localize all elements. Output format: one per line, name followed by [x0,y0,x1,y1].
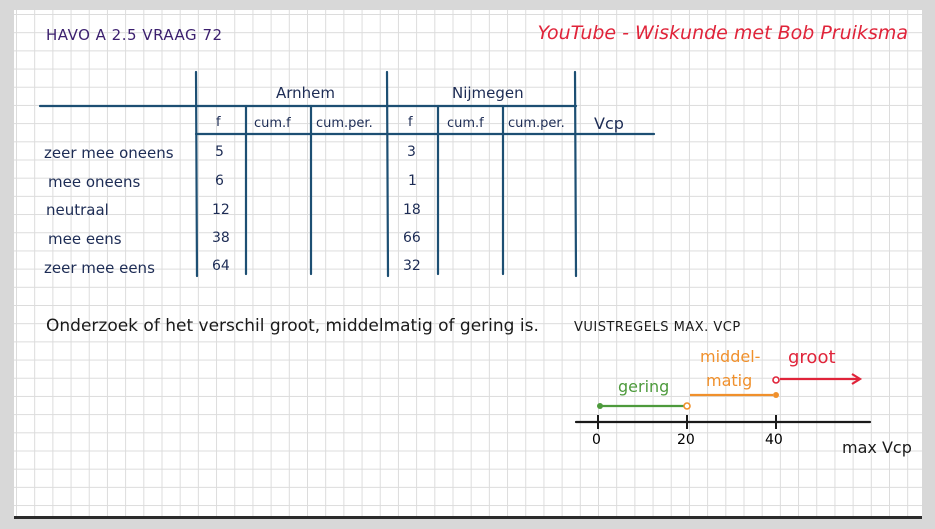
arnhem-f-value: 6 [215,173,224,189]
arnhem-f-value: 5 [215,144,224,160]
label-middelmatig-2: matig [706,371,753,390]
nijmegen-f-value: 3 [407,144,416,160]
label-middelmatig-1: middel- [700,347,761,366]
group-header-nijmegen: Nijmegen [452,84,524,102]
tick-label-0: 0 [592,432,601,448]
label-groot: groot [788,347,836,368]
nijmegen-f-value: 32 [403,258,421,274]
row-label: mee eens [48,230,122,248]
label-gering: gering [618,377,670,396]
axis-label-max-vcp: max Vcp [842,438,912,457]
nijmegen-f-value: 1 [408,173,417,189]
col-header-arnhem-f: f [216,115,221,130]
col-header-arnhem-cumf: cum.f [254,116,291,131]
rules-title: VUISTREGELS MAX. VCP [574,320,741,335]
row-label: mee oneens [48,173,141,191]
row-label: zeer mee eens [44,259,155,277]
group-header-arnhem: Arnhem [276,84,336,102]
row-label: neutraal [46,201,109,219]
col-header-nijmegen-cumper: cum.per. [508,116,565,131]
tick-label-20: 20 [677,432,695,448]
arnhem-f-value: 38 [212,230,230,246]
tick-label-40: 40 [765,432,783,448]
row-label: zeer mee oneens [44,144,174,162]
vcp-number-line [574,373,872,429]
frequency-table-grid [38,70,656,278]
nijmegen-f-value: 18 [403,202,421,218]
col-header-nijmegen-f: f [408,115,413,130]
arnhem-f-value: 64 [212,258,230,274]
question-text: Onderzoek of het verschil groot, middelm… [46,316,539,336]
col-header-vcp: Vcp [594,114,624,133]
exercise-title: HAVO A 2.5 VRAAG 72 [46,26,223,44]
whiteboard-sheet: HAVO A 2.5 VRAAG 72 YouTube - Wiskunde m… [14,10,922,519]
channel-credit: YouTube - Wiskunde met Bob Pruiksma [537,22,908,44]
col-header-nijmegen-cumf: cum.f [447,116,484,131]
col-header-arnhem-cumper: cum.per. [316,116,373,131]
arnhem-f-value: 12 [212,202,230,218]
nijmegen-f-value: 66 [403,230,421,246]
